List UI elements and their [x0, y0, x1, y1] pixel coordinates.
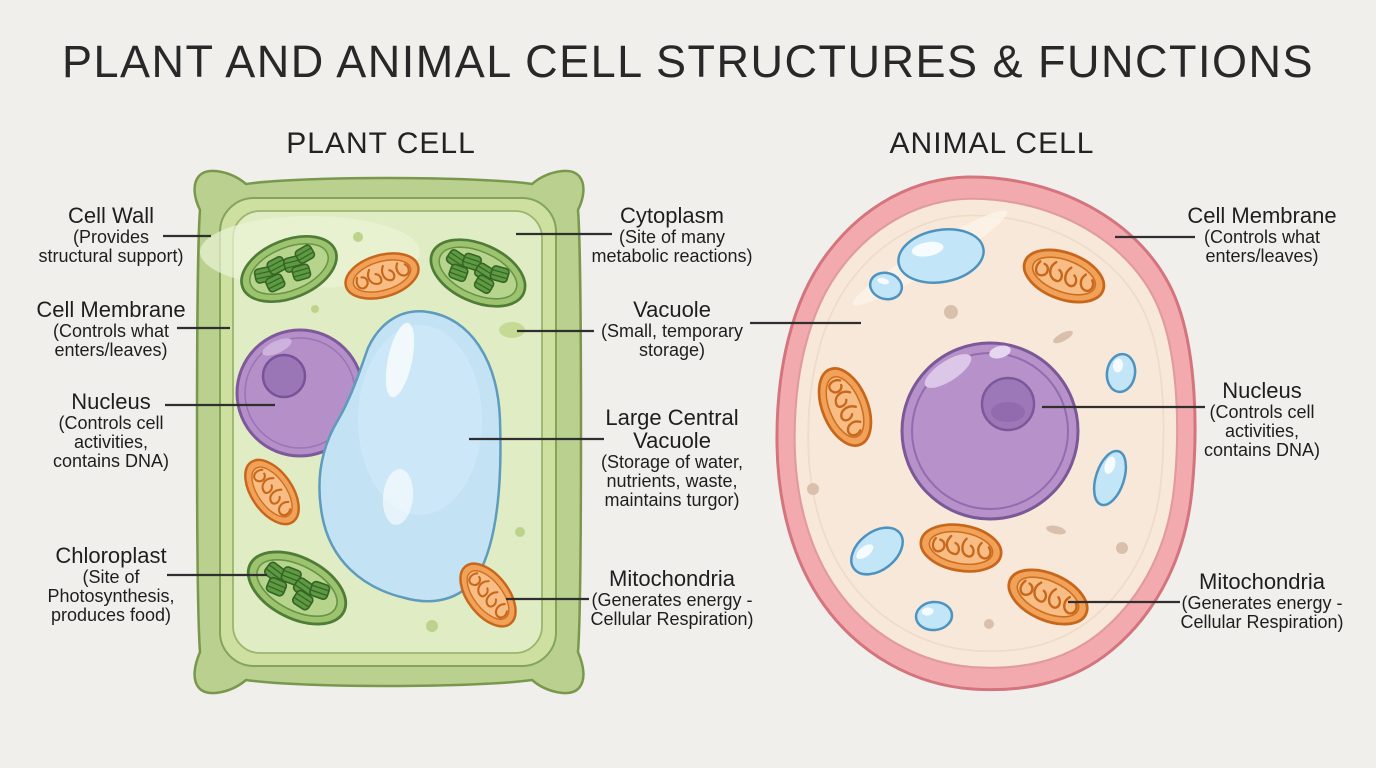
animal-cell-heading: ANIMAL CELL: [889, 127, 1095, 160]
label-animal-mitochondria-function: (Generates energy - Cellular Respiration…: [1180, 593, 1344, 632]
plant-cell-heading: PLANT CELL: [286, 127, 476, 160]
label-animal-mitochondria: Mitochondria (Generates energy - Cellula…: [1148, 570, 1376, 632]
label-animal-nucleus-function: (Controls cell activities, contains DNA): [1203, 402, 1321, 460]
label-plant-chloroplast-function: (Site of Photosynthesis, produces food): [47, 567, 175, 625]
animal-vacuole-5: [850, 526, 904, 576]
label-plant-nucleus-name: Nucleus: [71, 389, 151, 414]
animal-nucleus: [900, 341, 1080, 521]
label-plant-cell-wall: Cell Wall (Provides structural support): [6, 204, 216, 266]
label-cytoplasm: Cytoplasm (Site of many metabolic reacti…: [562, 204, 782, 266]
animal-vacuole-4: [1092, 449, 1128, 507]
label-plant-chloroplast: Chloroplast (Site of Photosynthesis, pro…: [6, 544, 216, 625]
label-animal-cell-membrane-function: (Controls what enters/leaves): [1203, 227, 1321, 266]
animal-vacuoles: [850, 228, 1137, 632]
page-title: PLANT AND ANIMAL CELL STRUCTURES & FUNCT…: [61, 36, 1315, 87]
label-plant-mitochondria: Mitochondria (Generates energy - Cellula…: [562, 567, 782, 629]
label-animal-nucleus-name: Nucleus: [1222, 378, 1302, 403]
label-plant-mitochondria-name: Mitochondria: [609, 566, 735, 591]
plant-cell-illustration: [193, 169, 585, 695]
animal-cell-illustration: [775, 175, 1197, 692]
label-plant-nucleus-function: (Controls cell activities, contains DNA): [52, 413, 170, 471]
label-large-central-vacuole: Large Central Vacuole (Storage of water,…: [562, 406, 782, 510]
label-vacuole: Vacuole (Small, temporary storage): [562, 298, 782, 360]
label-cytoplasm-name: Cytoplasm: [620, 203, 724, 228]
label-cytoplasm-function: (Site of many metabolic reactions): [591, 227, 753, 266]
plant-small-vacuole: [499, 322, 525, 338]
label-large-central-vacuole-function: (Storage of water, nutrients, waste, mai…: [600, 452, 744, 510]
label-plant-nucleus: Nucleus (Controls cell activities, conta…: [6, 390, 216, 471]
animal-vacuole-6: [914, 600, 954, 632]
animal-vacuole-2: [868, 271, 904, 301]
label-plant-cell-membrane-name: Cell Membrane: [36, 297, 186, 322]
label-plant-cell-wall-function: (Provides structural support): [38, 227, 184, 266]
label-animal-mitochondria-name: Mitochondria: [1199, 569, 1325, 594]
animal-cytoplasm-dots: [807, 305, 1128, 629]
plant-nucleolus: [261, 353, 307, 399]
label-vacuole-function: (Small, temporary storage): [600, 321, 744, 360]
label-plant-mitochondria-function: (Generates energy - Cellular Respiration…: [590, 590, 754, 629]
label-large-central-vacuole-name: Large Central Vacuole: [605, 405, 739, 453]
plant-large-central-vacuole: [318, 310, 502, 603]
label-animal-cell-membrane: Cell Membrane (Controls what enters/leav…: [1152, 204, 1372, 266]
label-plant-cell-membrane-function: (Controls what enters/leaves): [52, 321, 170, 360]
label-plant-cell-wall-name: Cell Wall: [68, 203, 154, 228]
label-plant-cell-membrane: Cell Membrane (Controls what enters/leav…: [6, 298, 216, 360]
label-plant-chloroplast-name: Chloroplast: [55, 543, 167, 568]
label-animal-nucleus: Nucleus (Controls cell activities, conta…: [1152, 379, 1372, 460]
leader-lines: [163, 232, 1205, 604]
label-vacuole-name: Vacuole: [633, 297, 711, 322]
label-animal-cell-membrane-name: Cell Membrane: [1187, 203, 1337, 228]
plant-nucleus: [235, 328, 365, 458]
